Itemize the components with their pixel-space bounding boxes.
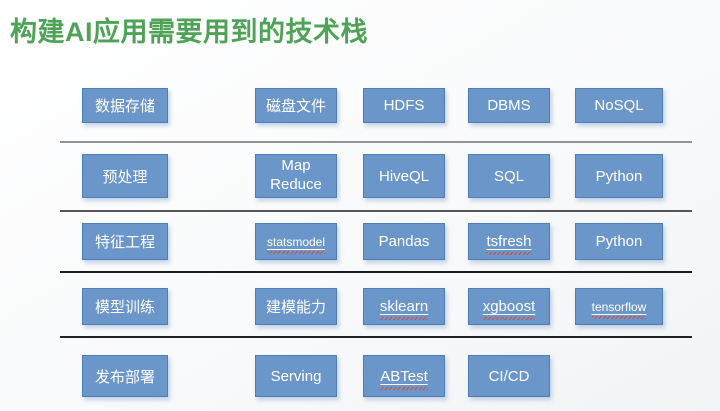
- category-label: 发布部署: [94, 368, 155, 386]
- tech-box-xgboost: xgboost: [468, 288, 550, 325]
- tech-box-abtest: ABTest: [363, 355, 445, 397]
- tech-label: Python: [595, 233, 643, 250]
- tech-box-sklearn: sklearn: [363, 288, 445, 325]
- tech-box-hiveql: HiveQL: [363, 154, 445, 198]
- tech-label: Python: [595, 167, 643, 185]
- tech-box-disk-files: 磁盘文件: [255, 88, 337, 123]
- category-label: 预处理: [102, 168, 148, 186]
- category-label: 模型训练: [94, 299, 155, 316]
- row-divider-2: [60, 210, 692, 212]
- tech-label: HDFS: [383, 97, 425, 114]
- tech-box-map-reduce: Map Reduce: [255, 154, 337, 198]
- tech-label: tensorflow: [591, 299, 647, 319]
- tech-label: NoSQL: [594, 97, 644, 114]
- tech-box-hdfs: HDFS: [363, 88, 445, 123]
- category-box-model-training: 模型训练: [82, 288, 168, 325]
- tech-label: SQL: [493, 167, 524, 185]
- tech-box-cicd: CI/CD: [468, 355, 550, 397]
- row-divider-3: [60, 271, 692, 273]
- tech-box-pandas: Pandas: [363, 223, 445, 260]
- tech-label: ABTest: [380, 367, 428, 390]
- tech-label: CI/CD: [488, 367, 530, 385]
- tech-box-sql: SQL: [468, 154, 550, 198]
- category-label: 特征工程: [94, 234, 155, 251]
- tech-box-nosql: NoSQL: [575, 88, 663, 123]
- tech-box-modeling-ability: 建模能力: [255, 288, 337, 325]
- category-label: 数据存储: [94, 98, 155, 115]
- tech-label: DBMS: [487, 97, 531, 114]
- tech-label: Pandas: [378, 233, 430, 250]
- row-divider-1: [60, 141, 692, 143]
- tech-box-statsmodel: statsmodel: [255, 223, 337, 260]
- tech-label: 磁盘文件: [265, 98, 326, 115]
- tech-box-tensorflow: tensorflow: [575, 288, 663, 325]
- tech-box-python-preprocessing: Python: [575, 154, 663, 198]
- tech-box-python-feature: Python: [575, 223, 663, 260]
- tech-label: tsfresh: [486, 233, 532, 255]
- category-box-release-deploy: 发布部署: [82, 355, 168, 397]
- category-box-data-storage: 数据存储: [82, 88, 168, 123]
- tech-label: xgboost: [482, 298, 536, 320]
- tech-label: Serving: [270, 367, 322, 385]
- tech-label: statsmodel: [266, 234, 326, 254]
- tech-label: HiveQL: [378, 167, 430, 185]
- row-divider-4: [60, 336, 692, 338]
- category-box-preprocessing: 预处理: [82, 154, 168, 198]
- tech-label: 建模能力: [265, 299, 326, 316]
- tech-box-dbms: DBMS: [468, 88, 550, 123]
- page-title: 构建AI应用需要用到的技术栈: [10, 17, 368, 47]
- tech-label: Map Reduce: [270, 157, 322, 193]
- category-box-feature-engineering: 特征工程: [82, 223, 168, 260]
- tech-label: sklearn: [379, 298, 429, 320]
- tech-box-serving: Serving: [255, 355, 337, 397]
- tech-box-tsfresh: tsfresh: [468, 223, 550, 260]
